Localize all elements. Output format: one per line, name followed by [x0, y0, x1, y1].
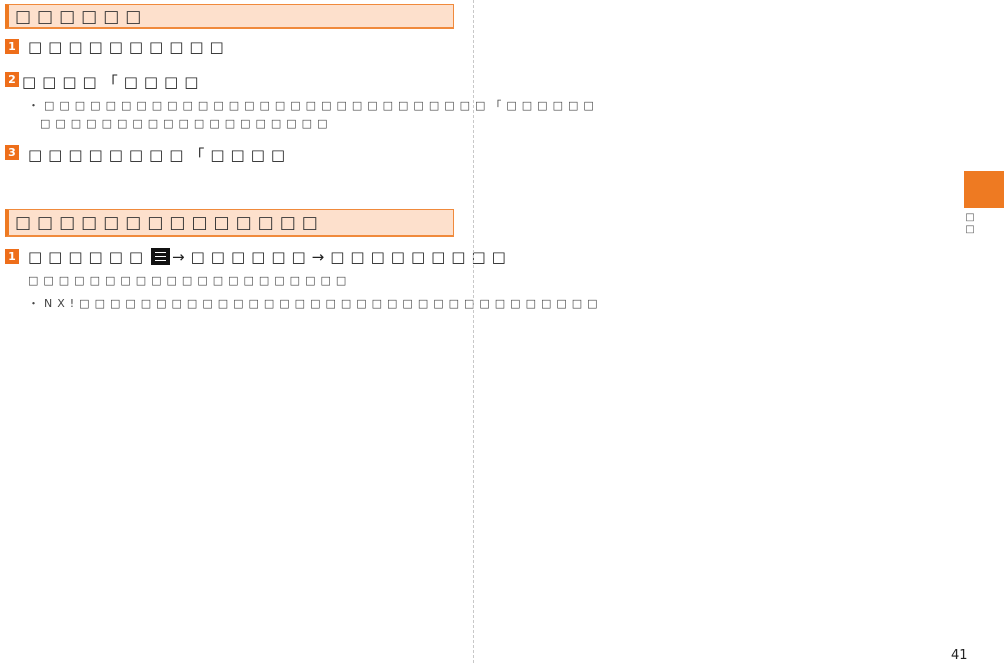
section-title: □□□□□□□□□□□□□□: [15, 213, 324, 233]
step-text: □□□□□□→□□□□□□→□□□□□□□□□: [28, 248, 512, 266]
step-text: □□□□□□□□「□□□□: [28, 146, 292, 164]
section-header: □□□□□□: [5, 4, 454, 29]
step-number: 1: [5, 39, 19, 54]
step-number: 1: [5, 249, 19, 264]
step-number: 3: [5, 145, 19, 160]
bullet-note: ・NX!□□□□□□□□□□□□□□□□□□□□□□□□□□□□□□□□□□: [28, 297, 603, 310]
step-text: □□□□「□□□□: [22, 73, 205, 91]
chapter-label: □ □: [965, 212, 975, 235]
arrow: →: [311, 248, 331, 266]
step-text-end: □□□□□□□□□: [330, 248, 512, 266]
bullet-note-continued: □□□□□□□□□□□□□□□□□□□: [40, 117, 333, 130]
page-number: 41: [951, 648, 968, 663]
step-text-middle: □□□□□□: [190, 248, 312, 266]
step-number: 2: [5, 72, 19, 87]
step-text-start: □□□□□□: [28, 248, 150, 266]
step-text: □□□□□□□□□□: [28, 38, 230, 56]
section-title: □□□□□□: [15, 7, 148, 27]
column-divider: [473, 0, 474, 663]
bullet-note: ・□□□□□□□□□□□□□□□□□□□□□□□□□□□□□「□□□□□□: [28, 99, 599, 112]
chapter-tab: [964, 171, 1004, 208]
arrow: →: [172, 248, 191, 266]
section-header: □□□□□□□□□□□□□□: [5, 209, 454, 237]
result-note: □□□□□□□□□□□□□□□□□□□□□: [28, 274, 352, 287]
menu-key-icon: [151, 248, 171, 265]
